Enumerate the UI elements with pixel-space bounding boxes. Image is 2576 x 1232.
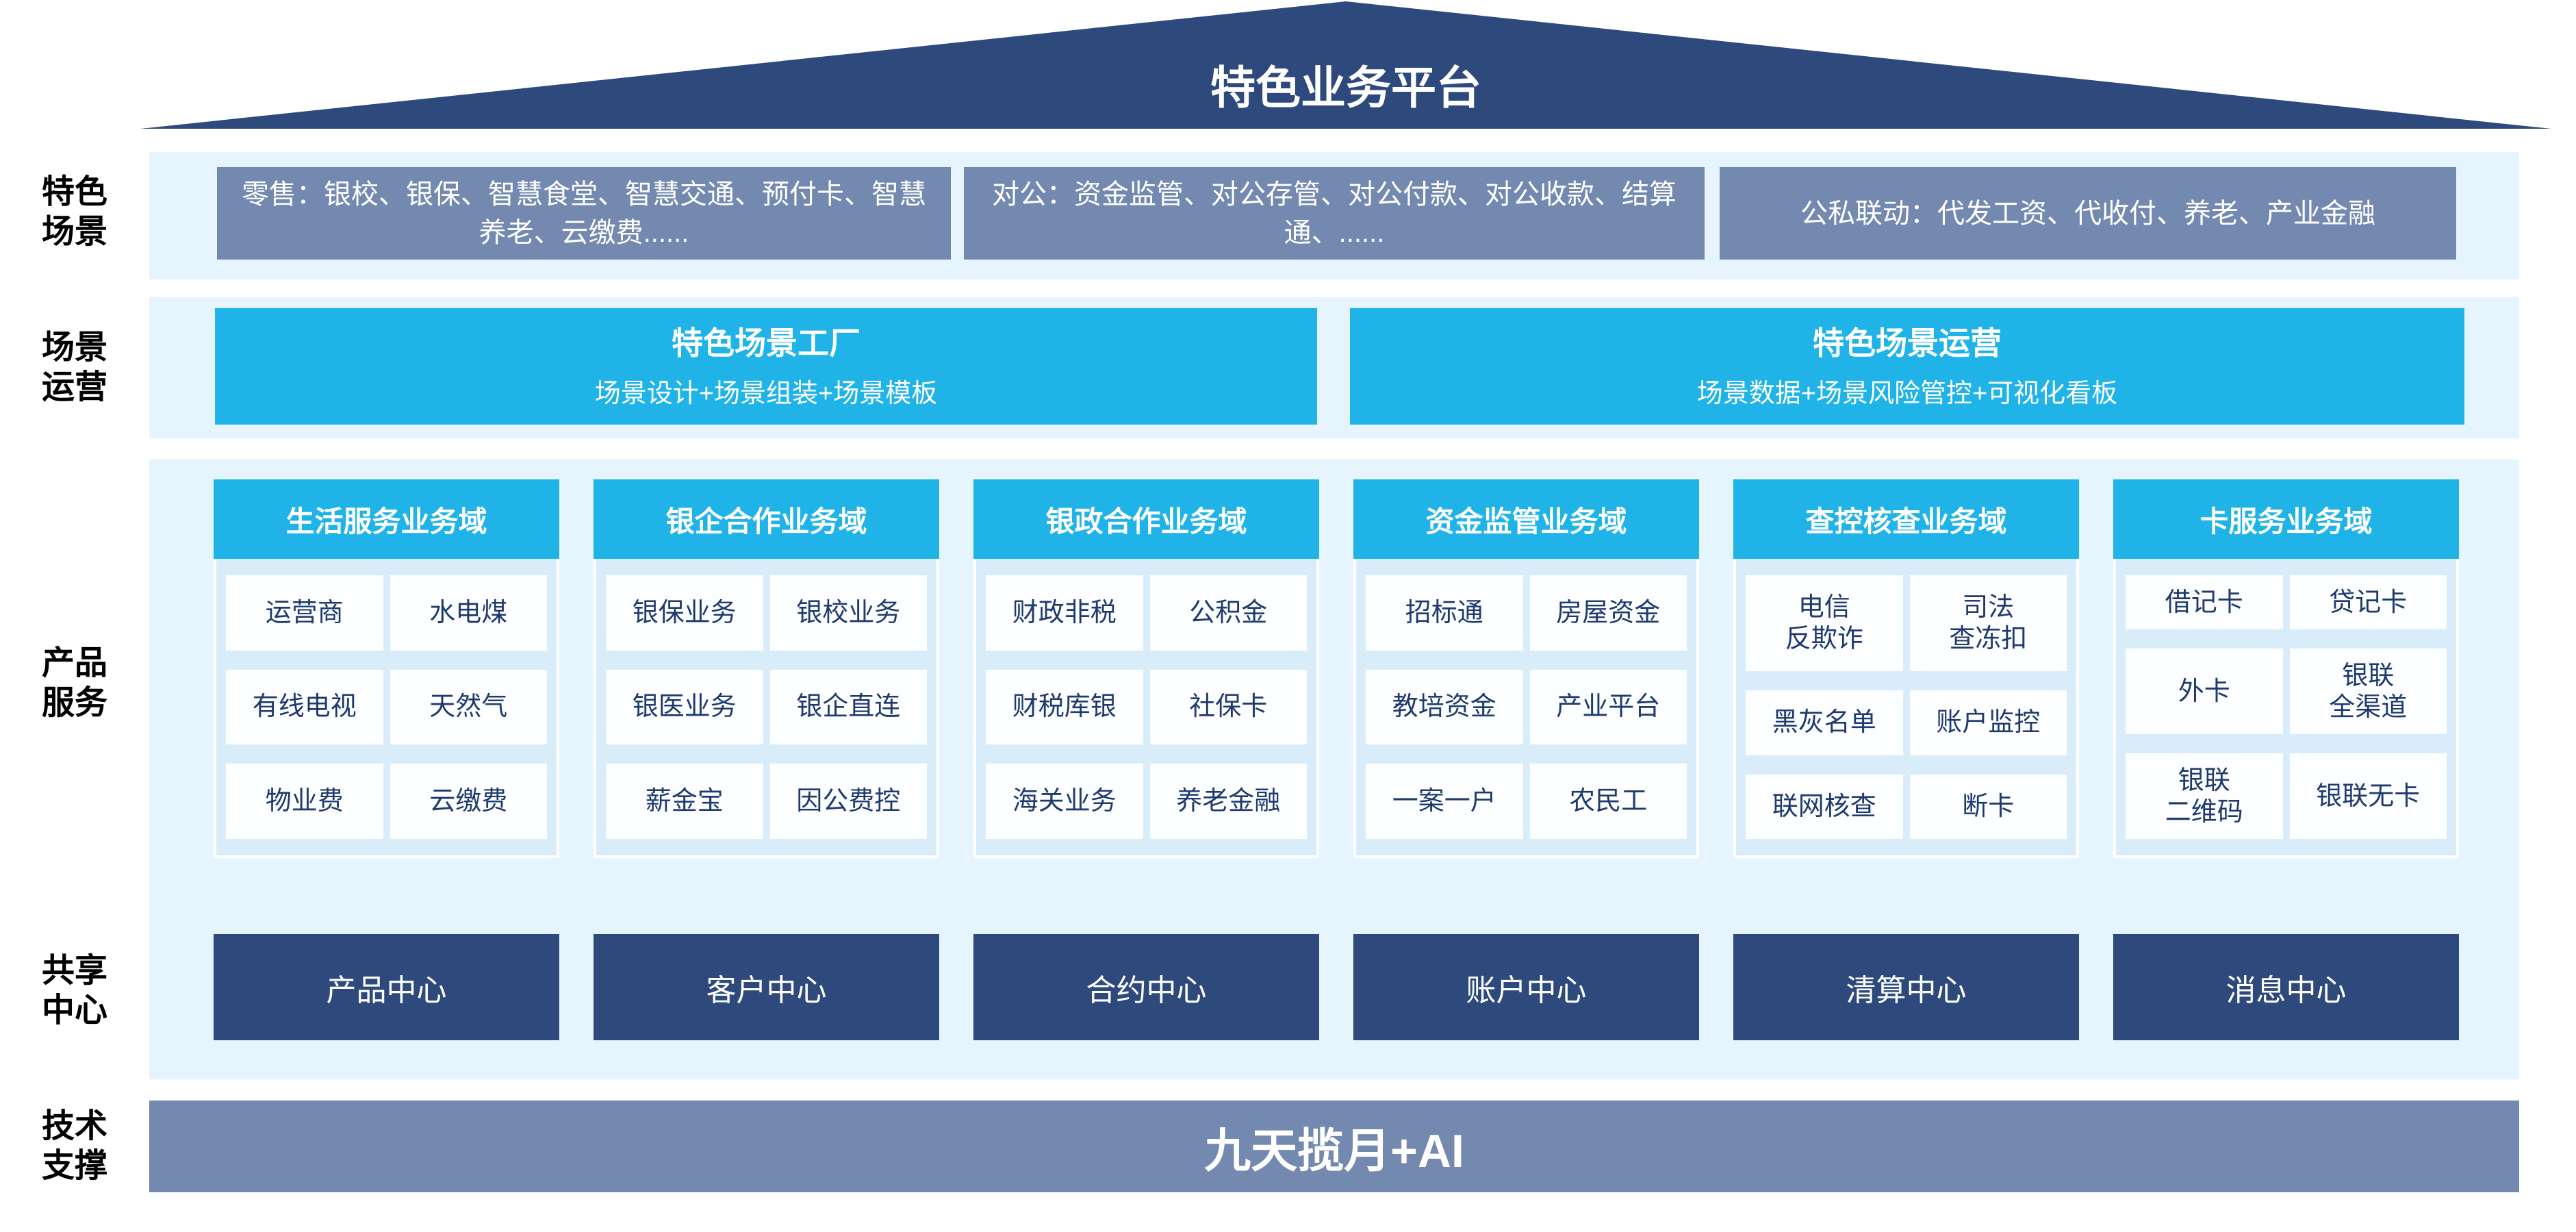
product-cell: 天然气 bbox=[390, 669, 547, 745]
product-cell: 一案一户 bbox=[1366, 764, 1523, 839]
product-cell: 水电煤 bbox=[390, 575, 547, 651]
product-cell: 账户监控 bbox=[1909, 690, 2067, 755]
product-cell: 银医业务 bbox=[606, 669, 763, 745]
center-box-message: 消息中心 bbox=[2113, 934, 2459, 1040]
product-cell: 因公费控 bbox=[769, 764, 927, 839]
ops-box-scene-factory: 特色场景工厂 场景设计+场景组装+场景模板 bbox=[215, 308, 1317, 425]
side-label-operations: 场景 运营 bbox=[41, 329, 107, 405]
product-column-body: 电信 反欺诈 司法 查冻扣 黑灰名单 账户监控 联网核查 断卡 bbox=[1733, 559, 2079, 858]
product-column-life-services: 生活服务业务域 运营商 水电煤 有线电视 天然气 物业费 云缴费 bbox=[214, 479, 559, 858]
product-cell: 房屋资金 bbox=[1529, 575, 1687, 651]
ops-box-scene-operation: 特色场景运营 场景数据+场景风险管控+可视化看板 bbox=[1350, 308, 2464, 425]
product-column-header: 查控核查业务域 bbox=[1733, 479, 2079, 559]
scene-box-corporate: 对公：资金监管、对公存管、对公付款、对公收款、结算通、...... bbox=[964, 167, 1705, 260]
scene-box-public-private: 公私联动：代发工资、代收付、养老、产业金融 bbox=[1720, 167, 2456, 260]
product-column-bank-enterprise: 银企合作业务域 银保业务 银校业务 银医业务 银企直连 薪金宝 因公费控 bbox=[594, 479, 939, 858]
product-cell: 招标通 bbox=[1366, 575, 1523, 651]
side-label-products: 产品 服务 bbox=[41, 645, 107, 721]
center-box-account: 账户中心 bbox=[1353, 934, 1699, 1040]
product-column-header: 银企合作业务域 bbox=[594, 479, 939, 559]
product-cell: 教培资金 bbox=[1366, 669, 1523, 745]
product-cell: 农民工 bbox=[1529, 764, 1687, 839]
scene-box-retail: 零售：银校、银保、智慧食堂、智慧交通、预付卡、智慧养老、云缴费...... bbox=[217, 167, 951, 260]
ops-box-title: 特色场景运营 bbox=[1813, 325, 2002, 361]
product-cell: 司法 查冻扣 bbox=[1909, 575, 2067, 672]
product-column-bank-government: 银政合作业务域 财政非税 公积金 财税库银 社保卡 海关业务 养老金融 bbox=[973, 479, 1319, 858]
product-column-card-services: 卡服务业务域 借记卡 贷记卡 外卡 银联 全渠道 银联 二维码 银联无卡 bbox=[2113, 479, 2459, 858]
side-label-tech: 技术 支撑 bbox=[41, 1108, 107, 1184]
side-label-centers: 共享 中心 bbox=[41, 953, 107, 1029]
tech-bar-label: 九天揽月+AI bbox=[1204, 1124, 1464, 1177]
operations-band: 特色场景工厂 场景设计+场景组装+场景模板 特色场景运营 场景数据+场景风险管控… bbox=[149, 297, 2519, 438]
product-cell: 银联无卡 bbox=[2289, 753, 2447, 839]
product-cell: 电信 反欺诈 bbox=[1746, 575, 1903, 672]
product-column-body: 运营商 水电煤 有线电视 天然气 物业费 云缴费 bbox=[214, 559, 559, 858]
product-cell: 产业平台 bbox=[1529, 669, 1687, 745]
product-column-header: 卡服务业务域 bbox=[2113, 479, 2459, 559]
product-cell: 银校业务 bbox=[769, 575, 927, 651]
product-cell: 联网核查 bbox=[1746, 774, 1903, 839]
product-cell: 物业费 bbox=[226, 764, 383, 839]
product-cell: 薪金宝 bbox=[606, 764, 763, 839]
product-column-body: 借记卡 贷记卡 外卡 银联 全渠道 银联 二维码 银联无卡 bbox=[2113, 559, 2459, 858]
product-cell: 财政非税 bbox=[986, 575, 1143, 651]
product-column-body: 招标通 房屋资金 教培资金 产业平台 一案一户 农民工 bbox=[1353, 559, 1699, 858]
platform-title: 特色业务平台 bbox=[1210, 62, 1481, 113]
product-column-inquiry-control: 查控核查业务域 电信 反欺诈 司法 查冻扣 黑灰名单 账户监控 联网核查 断卡 bbox=[1733, 479, 2079, 858]
product-cell: 贷记卡 bbox=[2289, 575, 2447, 629]
product-cell: 云缴费 bbox=[390, 764, 547, 839]
side-label-scenes: 特色 场景 bbox=[41, 174, 107, 250]
ops-box-title: 特色场景工厂 bbox=[672, 325, 860, 361]
product-cell: 借记卡 bbox=[2126, 575, 2283, 629]
product-column-fund-supervision: 资金监管业务域 招标通 房屋资金 教培资金 产业平台 一案一户 农民工 bbox=[1353, 479, 1699, 858]
product-column-header: 资金监管业务域 bbox=[1353, 479, 1699, 559]
center-box-contract: 合约中心 bbox=[973, 934, 1319, 1040]
product-cell: 海关业务 bbox=[986, 764, 1143, 839]
product-cell: 运营商 bbox=[226, 575, 383, 651]
product-cell: 养老金融 bbox=[1149, 764, 1307, 839]
centers-band: 产品中心 客户中心 合约中心 账户中心 清算中心 消息中心 bbox=[149, 903, 2519, 1079]
product-cell: 银联 二维码 bbox=[2126, 753, 2283, 839]
product-cell: 银保业务 bbox=[606, 575, 763, 651]
product-column-header: 银政合作业务域 bbox=[973, 479, 1319, 559]
products-band: 生活服务业务域 运营商 水电煤 有线电视 天然气 物业费 云缴费 银企合作业务域… bbox=[149, 460, 2519, 907]
product-cell: 黑灰名单 bbox=[1746, 690, 1903, 755]
product-cell: 有线电视 bbox=[226, 669, 383, 745]
center-box-clearing: 清算中心 bbox=[1733, 934, 2079, 1040]
product-column-header: 生活服务业务域 bbox=[214, 479, 559, 559]
ops-box-subtitle: 场景数据+场景风险管控+可视化看板 bbox=[1696, 379, 2118, 408]
product-column-body: 财政非税 公积金 财税库银 社保卡 海关业务 养老金融 bbox=[973, 559, 1319, 858]
scenes-band: 零售：银校、银保、智慧食堂、智慧交通、预付卡、智慧养老、云缴费...... 对公… bbox=[149, 152, 2519, 279]
product-cell: 财税库银 bbox=[986, 669, 1143, 745]
product-cell: 公积金 bbox=[1149, 575, 1307, 651]
product-cell: 断卡 bbox=[1909, 774, 2067, 839]
product-cell: 外卡 bbox=[2126, 649, 2283, 734]
center-box-customer: 客户中心 bbox=[594, 934, 939, 1040]
product-column-body: 银保业务 银校业务 银医业务 银企直连 薪金宝 因公费控 bbox=[594, 559, 939, 858]
ops-box-subtitle: 场景设计+场景组装+场景模板 bbox=[594, 379, 938, 408]
tech-support-bar: 九天揽月+AI bbox=[149, 1101, 2519, 1192]
center-box-product: 产品中心 bbox=[214, 934, 559, 1040]
product-cell: 银联 全渠道 bbox=[2289, 649, 2447, 734]
product-cell: 社保卡 bbox=[1149, 669, 1307, 745]
product-cell: 银企直连 bbox=[769, 669, 927, 745]
